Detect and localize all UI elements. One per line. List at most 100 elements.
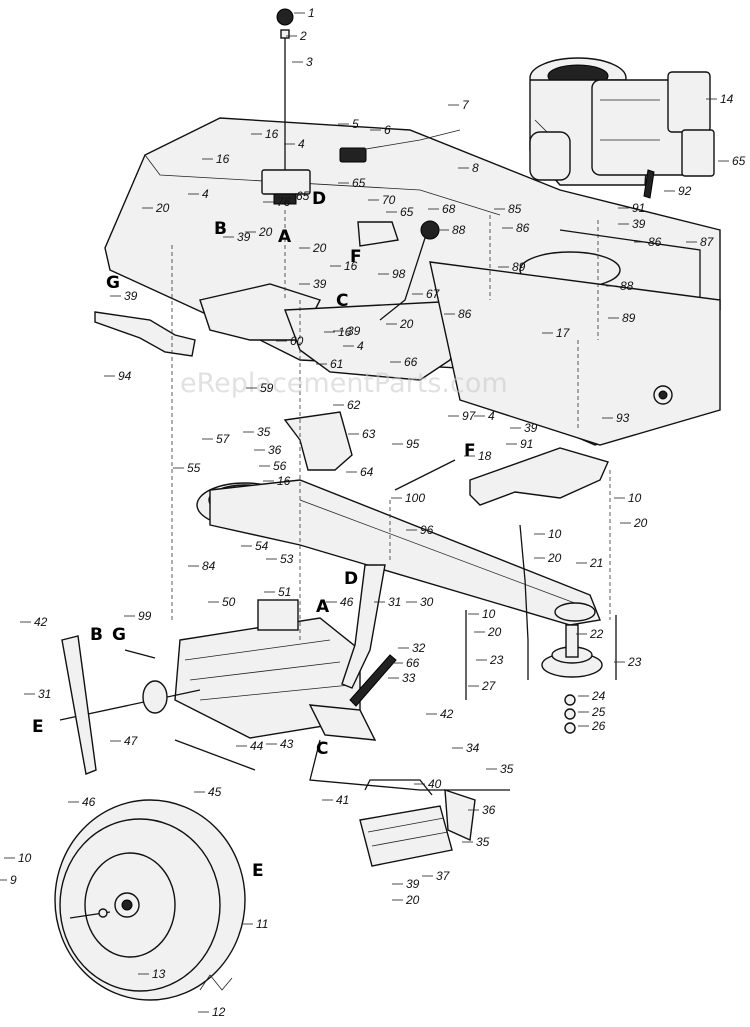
part-number-label: 31 — [388, 595, 401, 609]
part-number-label: 67 — [426, 287, 441, 301]
part-number-label: 39 — [632, 217, 646, 231]
part-number-label: 40 — [428, 777, 442, 791]
part-number-label: 97 — [462, 409, 477, 423]
connection-letter: F — [350, 247, 362, 267]
connection-letter: C — [316, 739, 328, 759]
part-number-label: 55 — [187, 461, 201, 475]
part-number-label: 16 — [338, 325, 352, 339]
part-number-label: 10 — [482, 607, 496, 621]
part-number-label: 10 — [628, 491, 642, 505]
part-number-label: 20 — [399, 317, 414, 331]
part-number-label: 84 — [202, 559, 216, 573]
part-number-label: 20 — [312, 241, 327, 255]
brake-lever — [308, 654, 510, 791]
part-number-label: 44 — [250, 739, 264, 753]
part-number-label: 65 — [400, 205, 414, 219]
part-number-label: 4 — [357, 339, 364, 353]
shift-lever — [261, 8, 311, 205]
part-number-label: 16 — [216, 152, 230, 166]
part-number-label: 59 — [260, 381, 274, 395]
part-number-label: 23 — [489, 653, 504, 667]
spring-99 — [124, 649, 156, 659]
part-number-label: 20 — [405, 893, 420, 907]
part-number-label: 63 — [362, 427, 376, 441]
part-number-label: 20 — [155, 201, 170, 215]
part-number-label: 91 — [632, 201, 645, 215]
connection-letter: B — [90, 625, 103, 645]
part-number-label: 47 — [124, 734, 139, 748]
part-number-label: 51 — [278, 585, 291, 599]
part-number-label: 31 — [38, 687, 51, 701]
part-number-label: 96 — [420, 523, 434, 537]
part-number-label: 42 — [440, 707, 454, 721]
part-number-label: 64 — [360, 465, 374, 479]
part-number-label: 85 — [508, 202, 522, 216]
connection-letter: B — [214, 219, 227, 239]
part-number-label: 30 — [420, 595, 434, 609]
part-number-label: 16 — [265, 127, 279, 141]
part-number-label: 2 — [299, 29, 307, 43]
part-number-label: 1 — [308, 6, 315, 20]
connection-letter: G — [112, 625, 126, 645]
part-number-label: 20 — [633, 516, 648, 530]
clutch-lever-knob — [357, 220, 440, 321]
idler-bracket — [283, 411, 353, 471]
part-number-label: 25 — [591, 705, 606, 719]
part-number-label: 17 — [556, 326, 571, 340]
part-number-label: 26 — [591, 719, 606, 733]
part-number-label: 62 — [347, 398, 361, 412]
part-number-label: 21 — [589, 556, 603, 570]
part-number-label: 98 — [392, 267, 406, 281]
part-number-label: 24 — [591, 689, 606, 703]
part-number-label: 65 — [352, 176, 366, 190]
drive-belt — [196, 479, 601, 626]
part-number-label: 86 — [648, 235, 662, 249]
transmission — [59, 599, 361, 739]
part-number-label: 76 — [277, 195, 291, 209]
part-number-label: 91 — [520, 437, 533, 451]
part-number-label: 27 — [481, 679, 497, 693]
part-number-label: 20 — [258, 225, 273, 239]
brake-pedal — [359, 779, 476, 867]
part-number-label: 42 — [34, 615, 48, 629]
part-number-label: 41 — [336, 793, 349, 807]
part-number-label: 54 — [255, 539, 269, 553]
part-number-label: 20 — [547, 551, 562, 565]
part-number-label: 36 — [268, 443, 282, 457]
part-number-label: 39 — [524, 421, 538, 435]
part-number-label: 5 — [352, 117, 359, 131]
part-number-label: 9 — [10, 873, 17, 887]
part-number-label: 23 — [627, 655, 642, 669]
part-number-label: 57 — [216, 432, 231, 446]
clutch-bracket — [469, 447, 609, 506]
part-number-label: 35 — [476, 835, 490, 849]
part-number-label: 12 — [212, 1005, 226, 1019]
part-number-label: 34 — [466, 741, 480, 755]
part-number-label: 8 — [472, 161, 479, 175]
reference-lines — [171, 210, 611, 640]
part-number-label: 46 — [340, 595, 354, 609]
part-number-label: 94 — [118, 369, 132, 383]
part-number-label: 70 — [382, 193, 396, 207]
part-number-label: 43 — [280, 737, 294, 751]
part-number-label: 16 — [344, 259, 358, 273]
part-number-label: 89 — [512, 260, 526, 274]
part-number-label: 10 — [548, 527, 562, 541]
engine — [529, 57, 715, 199]
part-number-label: 88 — [620, 279, 634, 293]
part-number-label: 4 — [488, 409, 495, 423]
connection-letter: D — [312, 189, 326, 209]
cable-guide — [519, 524, 529, 641]
part-number-label: 68 — [442, 202, 456, 216]
part-number-label: 39 — [124, 289, 138, 303]
part-number-label: 37 — [436, 869, 451, 883]
part-number-label: 22 — [589, 627, 604, 641]
part-number-label: 87 — [700, 235, 715, 249]
part-number-label: 50 — [222, 595, 236, 609]
part-number-label: 53 — [280, 552, 294, 566]
bracket-94 — [94, 311, 196, 357]
part-number-label: 99 — [138, 609, 152, 623]
transaxle-pulley — [465, 610, 617, 734]
shift-arm-left — [61, 635, 97, 775]
watermark: eReplacementParts.com — [180, 368, 508, 399]
